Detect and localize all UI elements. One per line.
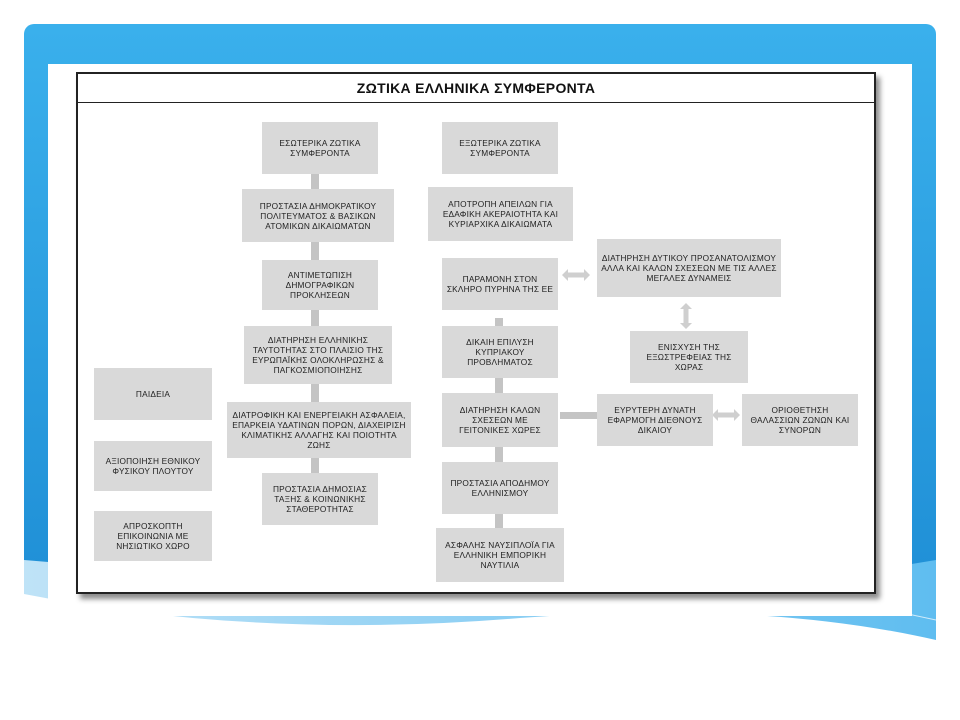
double-arrow-icon <box>712 409 740 421</box>
diagram-title: ΖΩΤΙΚΑ ΕΛΛΗΝΙΚΑ ΣΥΜΦΕΡΟΝΤΑ <box>78 74 874 103</box>
box-internal-interests: ΕΣΩΤΕΡΙΚΑ ΖΩΤΙΚΑ ΣΥΜΦΕΡΟΝΤΑ <box>262 122 378 174</box>
box-natural-wealth: ΑΞΙΟΠΟΙΗΣΗ ΕΘΝΙΚΟΥ ΦΥΣΙΚΟΥ ΠΛΟΥΤΟΥ <box>94 441 212 491</box>
double-arrow-icon <box>562 269 590 281</box>
box-territorial: ΑΠΟΤΡΟΠΗ ΑΠΕΙΛΩΝ ΓΙΑ ΕΔΑΦΙΚΗ ΑΚΕΡΑΙΟΤΗΤΑ… <box>428 187 573 241</box>
double-arrow-icon <box>680 303 692 329</box>
box-identity: ΔΙΑΤΗΡΗΣΗ ΕΛΛΗΝΙΚΗΣ ΤΑΥΤΟΤΗΤΑΣ ΣΤΟ ΠΛΑΙΣ… <box>244 326 392 384</box>
box-shipping: ΑΣΦΑΛΗΣ ΝΑΥΣΙΠΛΟΪΑ ΓΙΑ ΕΛΛΗΝΙΚΗ ΕΜΠΟΡΙΚΗ… <box>436 528 564 582</box>
box-democracy: ΠΡΟΣΤΑΣΙΑ ΔΗΜΟΚΡΑΤΙΚΟΥ ΠΟΛΙΤΕΥΜΑΤΟΣ & ΒΑ… <box>242 189 394 242</box>
box-international-law: ΕΥΡΥΤΕΡΗ ΔΥΝΑΤΗ ΕΦΑΡΜΟΓΗ ΔΙΕΘΝΟΥΣ ΔΙΚΑΙΟ… <box>597 394 713 446</box>
box-eu-core: ΠΑΡΑΜΟΝΗ ΣΤΟΝ ΣΚΛΗΡΟ ΠΥΡΗΝΑ ΤΗΣ ΕΕ <box>442 258 558 310</box>
box-education: ΠΑΙΔΕΙΑ <box>94 368 212 420</box>
box-public-order: ΠΡΟΣΤΑΣΙΑ ΔΗΜΟΣΙΑΣ ΤΑΞΗΣ & ΚΟΙΝΩΝΙΚΗΣ ΣΤ… <box>262 473 378 525</box>
box-diaspora: ΠΡΟΣΤΑΣΙΑ ΑΠΟΔΗΜΟΥ ΕΛΛΗΝΙΣΜΟΥ <box>442 462 558 514</box>
box-western-orientation: ΔΙΑΤΗΡΗΣΗ ΔΥΤΙΚΟΥ ΠΡΟΣΑΝΑΤΟΛΙΣΜΟΥ ΑΛΛΑ Κ… <box>597 239 781 297</box>
box-food-energy: ΔΙΑΤΡΟΦΙΚΗ ΚΑΙ ΕΝΕΡΓΕΙΑΚΗ ΑΣΦΑΛΕΙΑ, ΕΠΑΡ… <box>227 402 411 458</box>
box-cyprus: ΔΙΚΑΙΗ ΕΠΙΛΥΣΗ ΚΥΠΡΙΑΚΟΥ ΠΡΟΒΛΗΜΑΤΟΣ <box>442 326 558 378</box>
connector-horizontal <box>560 412 600 419</box>
box-neighbours: ΔΙΑΤΗΡΗΣΗ ΚΑΛΩΝ ΣΧΕΣΕΩΝ ΜΕ ΓΕΙΤΟΝΙΚΕΣ ΧΩ… <box>442 393 558 447</box>
box-extroversion: ΕΝΙΣΧΥΣΗ ΤΗΣ ΕΞΩΣΤΡΕΦΕΙΑΣ ΤΗΣ ΧΩΡΑΣ <box>630 331 748 383</box>
box-islands: ΑΠΡΟΣΚΟΠΤΗ ΕΠΙΚΟΙΝΩΝΙΑ ΜΕ ΝΗΣΙΩΤΙΚΟ ΧΩΡΟ <box>94 511 212 561</box>
box-maritime-zones: ΟΡΙΟΘΕΤΗΣΗ ΘΑΛΑΣΣΙΩΝ ΖΩΝΩΝ ΚΑΙ ΣΥΝΟΡΩΝ <box>742 394 858 446</box>
box-demographics: ΑΝΤΙΜΕΤΩΠΙΣΗ ΔΗΜΟΓΡΑΦΙΚΩΝ ΠΡΟΚΛΗΣΕΩΝ <box>262 260 378 310</box>
box-external-interests: ΕΞΩΤΕΡΙΚΑ ΖΩΤΙΚΑ ΣΥΜΦΕΡΟΝΤΑ <box>442 122 558 174</box>
